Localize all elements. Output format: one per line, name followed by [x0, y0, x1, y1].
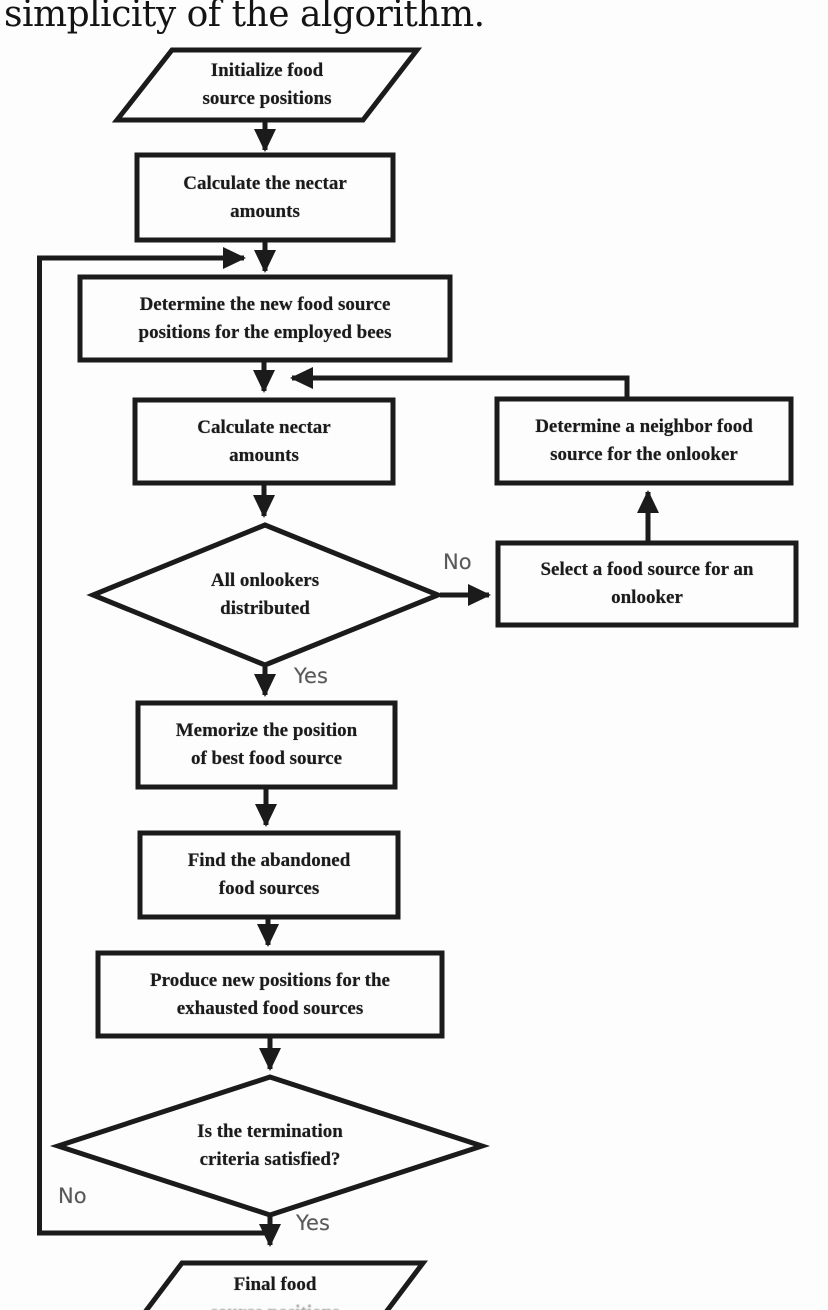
shape-start-parallelogram [111, 47, 423, 123]
node-final-food-source-positions: Final food source positions [175, 1268, 375, 1310]
node-line: Calculate nectar [197, 416, 331, 438]
shape-neighbor-source-box [494, 396, 794, 486]
shape-select-source-box [495, 540, 799, 628]
loop-neighbor-to-calc-nectar-2 [290, 367, 630, 401]
shape-onlookers-decision-diamond [86, 522, 445, 668]
shape-termination-decision-diamond [49, 1074, 491, 1218]
edge-label-termination-yes: Yes [296, 1211, 330, 1235]
node-line: Determine the new food source [139, 293, 391, 315]
node-determine-new-food-source-positions: Determine the new food source positions … [80, 279, 450, 358]
node-memorize-position-of-best-food-source: Memorize the position of best food sourc… [138, 705, 395, 785]
shape-determine-new-positions-box [77, 274, 453, 363]
node-line: Memorize the position [175, 720, 358, 741]
node-line: All onlookers [210, 570, 320, 591]
node-calculate-nectar-amounts: Calculate nectar amounts [135, 402, 393, 481]
node-line: source positions [211, 1299, 340, 1310]
shape-calc-nectar-1-box [134, 152, 396, 243]
shape-find-abandoned-box [137, 830, 401, 920]
node-line: of best food source [190, 748, 343, 769]
node-line: exhausted food sources [176, 997, 364, 1019]
shape-calc-nectar-2-box [132, 397, 396, 486]
node-line: source for the onlooker [550, 444, 738, 465]
node-line: Calculate the nectar [183, 172, 347, 194]
node-line: source positions [202, 88, 332, 109]
node-produce-new-positions-exhausted-sources: Produce new positions for the exhausted … [98, 955, 442, 1034]
node-line: food sources [218, 878, 320, 899]
node-find-abandoned-food-sources: Find the abandoned food sources [140, 835, 398, 915]
node-line: Initialize food [210, 60, 324, 81]
node-line: Find the abandoned [187, 850, 351, 871]
shape-produce-new-box [95, 950, 445, 1039]
node-line: Is the termination [197, 1121, 343, 1142]
node-determine-neighbor-food-source: Determine a neighbor food source for the… [497, 401, 791, 481]
node-line: onlooker [611, 587, 683, 608]
node-all-onlookers-distributed-decision: All onlookers distributed [165, 559, 365, 631]
edge-label-termination-no: No [58, 1184, 87, 1208]
node-line: Select a food source for an [540, 559, 754, 580]
node-line: Produce new positions for the [150, 969, 390, 991]
shape-memorize-best-box [135, 700, 398, 790]
node-termination-criteria-decision: Is the termination criteria satisfied? [170, 1110, 370, 1182]
node-line: amounts [229, 444, 299, 466]
node-line: Final food [233, 1274, 317, 1295]
edge-label-onlookers-yes: Yes [294, 664, 328, 688]
node-calculate-the-nectar-amounts: Calculate the nectar amounts [137, 157, 393, 238]
node-initialize-food-source-positions: Initialize food source positions [167, 54, 367, 116]
edge-label-onlookers-no: No [443, 550, 472, 574]
node-line: amounts [230, 200, 300, 222]
node-line: Determine a neighbor food [535, 416, 753, 437]
node-line: criteria satisfied? [199, 1149, 341, 1170]
node-line: distributed [220, 598, 310, 619]
node-line: positions for the employed bees [138, 321, 392, 343]
shape-final-parallelogram [143, 1260, 429, 1310]
node-select-food-source-for-onlooker: Select a food source for an onlooker [498, 545, 796, 623]
paper-sentence-fragment: simplicity of the algorithm. [4, 0, 485, 35]
